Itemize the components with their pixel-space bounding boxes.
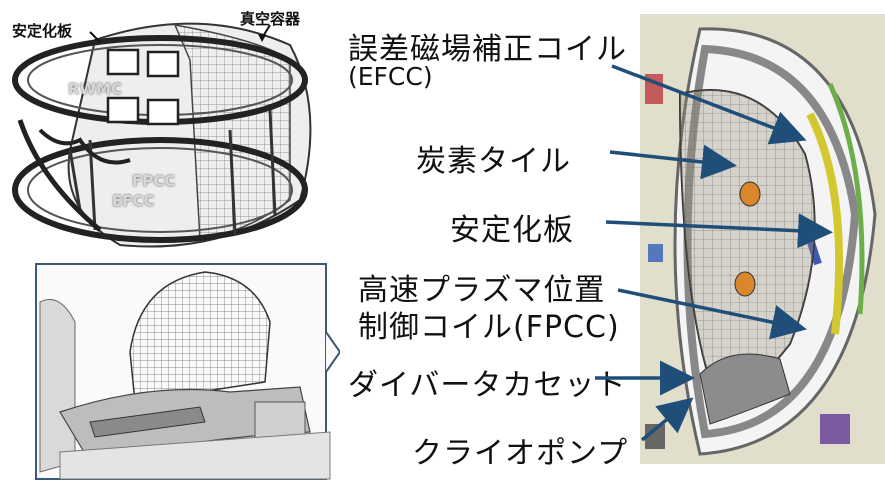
label-fpcc-line1: 高速プラズマ位置 bbox=[358, 273, 606, 308]
coil-ring bbox=[27, 147, 293, 233]
coil-ring bbox=[12, 137, 308, 243]
label-fpcc-line2: 制御コイル(FPCC) bbox=[358, 310, 620, 345]
tokamak-cutaway-figure bbox=[12, 22, 312, 248]
carbon-tile-dome bbox=[129, 271, 271, 403]
label-efcc-small: EFCC bbox=[112, 192, 155, 210]
label-divertor: ダイバータカセット bbox=[348, 368, 627, 403]
label-vacuum-vessel: 真空容器 bbox=[240, 10, 301, 28]
label-stabilizer: 安定化板 bbox=[450, 213, 574, 248]
label-efcc-line1: 誤差磁場補正コイル bbox=[348, 32, 627, 67]
label-efcc-line2: (EFCC) bbox=[348, 62, 433, 91]
label-carbon-tile: 炭素タイル bbox=[416, 144, 571, 179]
cross-section-figure bbox=[640, 14, 885, 464]
divertor-detail-figure bbox=[35, 263, 340, 480]
label-fpcc-small: FPCC bbox=[132, 172, 176, 190]
label-cryopump: クライオポンプ bbox=[412, 436, 629, 471]
label-stabilizer-small: 安定化板 bbox=[12, 22, 73, 40]
label-rwmc: RWMC bbox=[68, 80, 123, 98]
